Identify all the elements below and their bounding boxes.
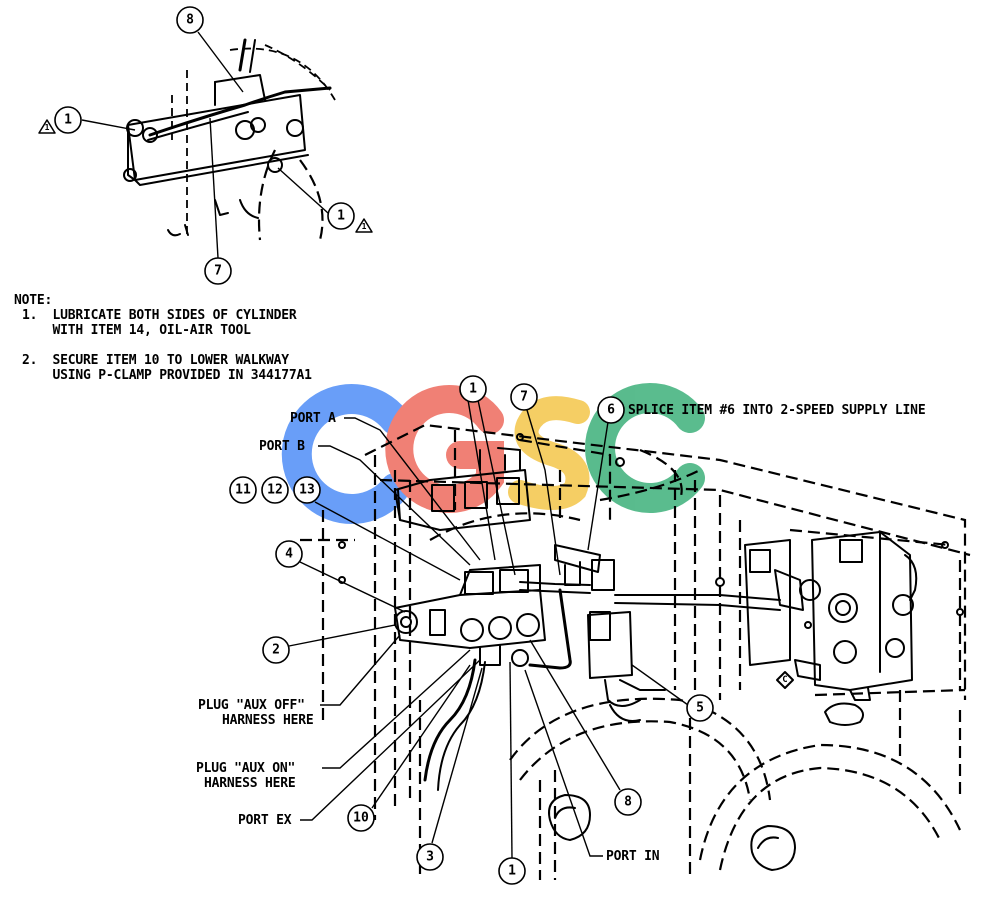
note-1-line-1: 1. LUBRICATE BOTH SIDES OF CYLINDER (22, 308, 297, 323)
plug-aux-off-harness: HARNESS HERE (222, 713, 314, 728)
note-2-line-2: USING P-CLAMP PROVIDED IN 344177A1 (22, 368, 313, 383)
svg-text:2: 2 (272, 643, 280, 658)
splice-label: SPLICE ITEM #6 INTO 2-SPEED SUPPLY LINE (628, 403, 926, 418)
port-ex-label: PORT EX (238, 813, 292, 828)
svg-text:1: 1 (508, 864, 516, 879)
note-2-line-1: 2. SECURE ITEM 10 TO LOWER WALKWAY (22, 353, 289, 368)
svg-text:1: 1 (469, 382, 477, 397)
svg-text:7: 7 (520, 390, 528, 405)
svg-text:8: 8 (624, 795, 632, 810)
svg-text:3: 3 (426, 850, 434, 865)
svg-text:8: 8 (186, 13, 194, 28)
svg-text:5: 5 (696, 701, 704, 716)
svg-text:1: 1 (64, 113, 72, 128)
port-a-label: PORT A (290, 411, 336, 426)
inset-cylinder-drawing (123, 38, 336, 241)
svg-text:13: 13 (299, 483, 315, 498)
port-b-label: PORT B (259, 439, 305, 454)
main-callouts: 1 7 6 11 12 13 4 2 10 (229, 375, 714, 885)
svg-text:4: 4 (285, 547, 293, 562)
plug-aux-on-harness: HARNESS HERE (204, 776, 296, 791)
svg-text:6: 6 (607, 403, 615, 418)
svg-text:C: C (782, 675, 787, 685)
plug-aux-on-label: PLUG "AUX ON" (196, 761, 296, 776)
svg-text:1: 1 (45, 123, 50, 132)
svg-text:12: 12 (267, 483, 283, 498)
note-heading: NOTE: (14, 293, 53, 308)
note-1-line-2: WITH ITEM 14, OIL-AIR TOOL (22, 323, 252, 338)
svg-text:11: 11 (235, 483, 251, 498)
plug-aux-off-label: PLUG "AUX OFF" (198, 698, 305, 713)
svg-text:1: 1 (337, 209, 345, 224)
svg-text:1: 1 (362, 222, 367, 231)
svg-text:7: 7 (214, 264, 222, 279)
port-in-label: PORT IN (606, 849, 660, 864)
svg-text:10: 10 (353, 811, 369, 826)
main-valve-assembly: C (300, 423, 971, 880)
inset-callouts: 8 1 1 1 1 7 (38, 6, 373, 285)
